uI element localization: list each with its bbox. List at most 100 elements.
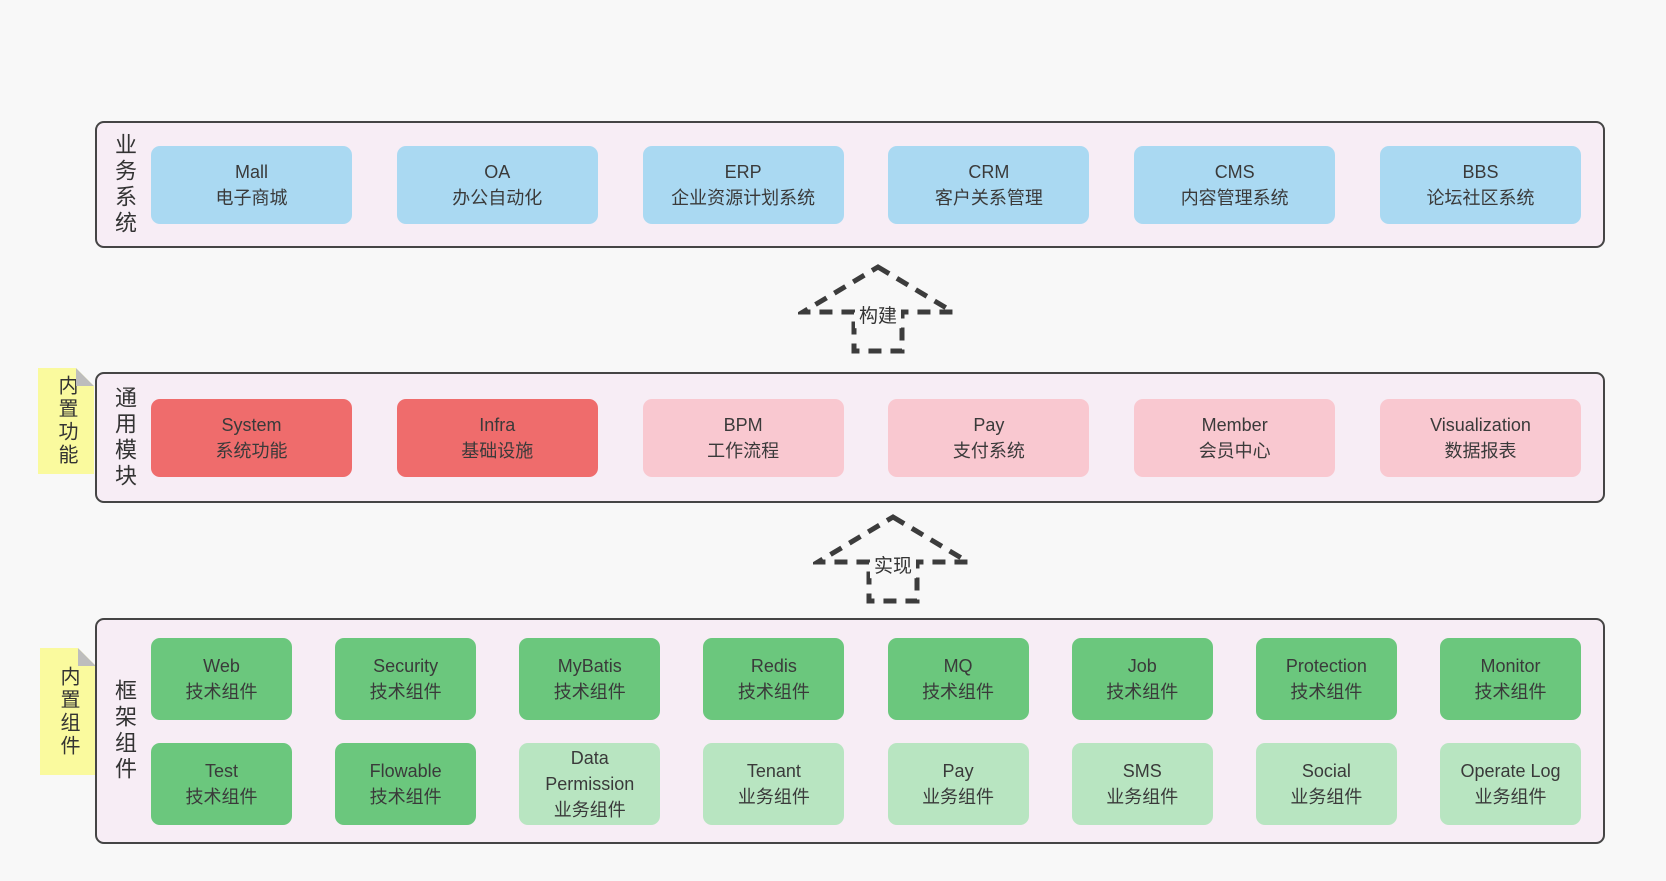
band-rows: Web 技术组件 Security 技术组件 MyBatis 技术组件 Redi… [151, 637, 1581, 825]
box-name: Visualization [1430, 414, 1531, 435]
box-test: Test 技术组件 [151, 742, 292, 825]
sticky-note-built-in-features: 内置功能 [38, 368, 94, 474]
sticky-note-label: 内置组件 [57, 665, 79, 758]
box-mq: MQ 技术组件 [887, 637, 1029, 720]
box-desc: 业务组件 [922, 786, 995, 807]
box-desc: 基础设施 [461, 440, 534, 461]
box-tenant: Tenant 业务组件 [703, 742, 845, 825]
box-desc: 工作流程 [707, 440, 780, 461]
box-system: System 系统功能 [151, 398, 352, 477]
dashed-up-arrow-icon [798, 264, 958, 354]
box-desc: 业务组件 [1290, 786, 1363, 807]
box-desc: 技术组件 [185, 681, 258, 702]
box-bbs: BBS 论坛社区系统 [1379, 145, 1581, 224]
box-pay-module: Pay 支付系统 [888, 398, 1090, 477]
box-name: Job [1127, 655, 1157, 676]
box-monitor: Monitor 技术组件 [1439, 637, 1581, 720]
box-name: CMS [1214, 161, 1255, 182]
box-name: Security [373, 655, 439, 676]
sticky-note-built-in-components: 内置组件 [40, 648, 96, 775]
box-desc: 会员中心 [1198, 440, 1271, 461]
box-redis: Redis 技术组件 [703, 637, 845, 720]
box-name: Pay [973, 414, 1005, 435]
box-erp: ERP 企业资源计划系统 [642, 145, 844, 224]
box-data-permission: Data Permission 业务组件 [519, 742, 661, 825]
box-name: System [221, 414, 282, 435]
box-name: BPM [723, 414, 763, 435]
box-name: Tenant [746, 760, 801, 781]
box-web: Web 技术组件 [151, 637, 292, 720]
box-desc: 技术组件 [369, 786, 442, 807]
band-label-text: 框架组件 [112, 679, 137, 783]
box-desc: 数据报表 [1444, 440, 1517, 461]
band-label: 业务系统 [97, 133, 151, 237]
box-desc: 业务组件 [1474, 786, 1547, 807]
sticky-note-label: 内置功能 [55, 375, 77, 467]
box-desc: 业务组件 [1106, 786, 1179, 807]
box-name: Operate Log [1460, 760, 1561, 781]
box-name: BBS [1462, 161, 1499, 182]
box-desc: 技术组件 [369, 681, 442, 702]
box-name: Flowable [369, 760, 442, 781]
box-security: Security 技术组件 [335, 637, 477, 720]
band-common-modules: 通用模块 System 系统功能 Infra 基础设施 BPM 工作流程 Pay… [95, 372, 1605, 503]
box-name: Member [1201, 414, 1268, 435]
band-grid: System 系统功能 Infra 基础设施 BPM 工作流程 Pay 支付系统… [151, 398, 1581, 477]
box-name: SMS [1122, 760, 1162, 781]
box-desc: 电子商城 [215, 187, 288, 208]
box-desc: 办公自动化 [452, 187, 543, 208]
box-desc: 支付系统 [952, 440, 1025, 461]
band-label-text: 通用模块 [112, 385, 137, 490]
box-desc: 技术组件 [737, 681, 810, 702]
box-name: Monitor [1480, 655, 1541, 676]
box-desc: 技术组件 [922, 681, 995, 702]
box-sms: SMS 业务组件 [1071, 742, 1213, 825]
arrow-label: 构建 [854, 301, 902, 329]
box-desc: 技术组件 [1106, 681, 1179, 702]
band-grid-row-2: Test 技术组件 Flowable 技术组件 Data Permission … [151, 742, 1581, 825]
band-label-text: 业务系统 [112, 132, 137, 237]
box-desc: 论坛社区系统 [1426, 187, 1535, 208]
box-oa: OA 办公自动化 [396, 145, 598, 224]
box-desc: 技术组件 [185, 786, 258, 807]
box-crm: CRM 客户关系管理 [888, 145, 1090, 224]
box-social: Social 业务组件 [1255, 742, 1397, 825]
box-flowable: Flowable 技术组件 [335, 742, 477, 825]
box-desc: 业务组件 [737, 786, 810, 807]
band-grid: Mall 电子商城 OA 办公自动化 ERP 企业资源计划系统 CRM 客户关系… [151, 145, 1581, 224]
box-protection: Protection 技术组件 [1255, 637, 1397, 720]
folded-corner-icon [76, 368, 94, 386]
box-desc: 内容管理系统 [1180, 187, 1289, 208]
band-label: 框架组件 [97, 679, 151, 783]
box-name: Web [203, 655, 240, 676]
box-name: Redis [750, 655, 797, 676]
dashed-up-arrow-icon [813, 514, 973, 604]
box-desc: 客户关系管理 [934, 187, 1043, 208]
band-label: 通用模块 [97, 386, 151, 490]
box-desc: 技术组件 [1290, 681, 1363, 702]
box-name: ERP [724, 161, 762, 182]
box-member: Member 会员中心 [1134, 398, 1336, 477]
box-name: CRM [968, 161, 1010, 182]
box-name: MyBatis [557, 655, 622, 676]
box-bpm: BPM 工作流程 [642, 398, 844, 477]
dashed-up-arrow-build: 构建 [798, 262, 958, 356]
box-name: Data Permission [545, 747, 635, 794]
box-name: Pay [942, 760, 974, 781]
box-name: Social [1301, 760, 1351, 781]
dashed-up-arrow-implement: 实现 [813, 512, 973, 606]
box-name: Test [204, 760, 238, 781]
box-name: Mall [234, 161, 268, 182]
folded-corner-icon [78, 648, 96, 666]
box-job: Job 技术组件 [1071, 637, 1213, 720]
box-mybatis: MyBatis 技术组件 [519, 637, 661, 720]
box-desc: 业务组件 [553, 799, 626, 820]
box-infra: Infra 基础设施 [396, 398, 598, 477]
box-operate-log: Operate Log 业务组件 [1439, 742, 1581, 825]
box-cms: CMS 内容管理系统 [1134, 145, 1336, 224]
box-desc: 系统功能 [215, 440, 288, 461]
box-desc: 技术组件 [1474, 681, 1547, 702]
box-name: MQ [943, 655, 973, 676]
arrow-label: 实现 [869, 551, 917, 579]
box-name: OA [484, 161, 511, 182]
